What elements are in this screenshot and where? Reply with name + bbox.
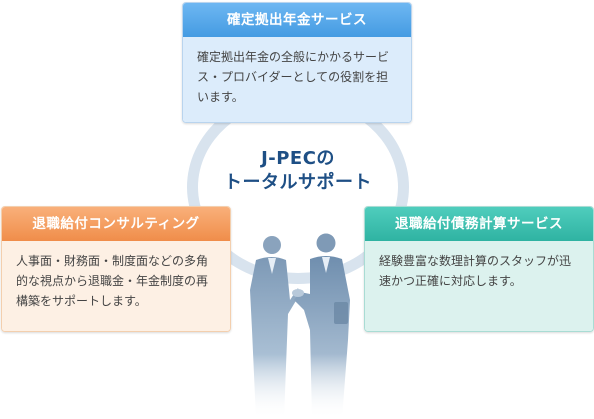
center-title: J-PECの トータルサポート — [210, 147, 386, 195]
card-title: 確定拠出年金サービス — [183, 3, 411, 37]
card-description: 人事面・財務面・制度面などの多角的な視点から退職金・年金制度の再構築をサポートし… — [2, 241, 230, 331]
center-title-line1: J-PECの — [261, 148, 335, 169]
handshake-businessmen-icon — [250, 233, 350, 419]
card-description: 経験豊富な数理計算のスタッフが迅速かつ正確に対応します。 — [365, 241, 593, 331]
card-description: 確定拠出年金の全般にかかるサービス・プロバイダーとしての役割を担います。 — [183, 37, 411, 122]
center-title-line2: トータルサポート — [224, 172, 372, 193]
retirement-consulting-card: 退職給付コンサルティング 人事面・財務面・制度面などの多角的な視点から退職金・年… — [1, 206, 231, 332]
dc-pension-service-card: 確定拠出年金サービス 確定拠出年金の全般にかかるサービス・プロバイダーとしての役… — [182, 2, 412, 123]
retirement-obligation-calc-card: 退職給付債務計算サービス 経験豊富な数理計算のスタッフが迅速かつ正確に対応します… — [364, 206, 594, 332]
card-title: 退職給付債務計算サービス — [365, 207, 593, 241]
card-title: 退職給付コンサルティング — [2, 207, 230, 241]
